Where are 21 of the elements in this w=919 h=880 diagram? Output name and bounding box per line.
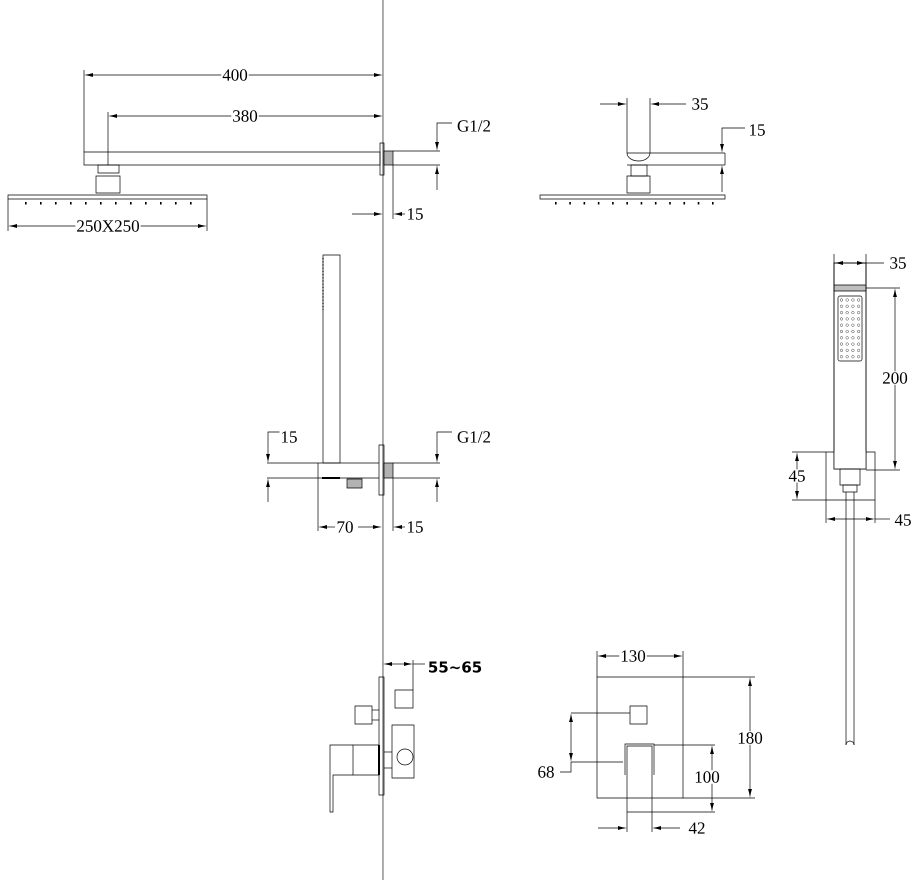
dimension-label: 380	[231, 109, 259, 123]
dimension-label: 55~65	[426, 660, 484, 674]
dimension-label: 250X250	[75, 219, 141, 233]
dimension-label: 45	[788, 469, 806, 483]
dimension-label: 35	[690, 97, 710, 111]
dimension-label: 70	[336, 520, 354, 534]
dimension-label: 130	[619, 649, 647, 663]
dimension-label: 35	[888, 256, 908, 270]
dimension-label: G1/2	[456, 430, 492, 444]
dimension-label: 15	[406, 207, 424, 221]
dimension-label: 15	[406, 520, 424, 534]
dimension-label: 100	[693, 770, 721, 784]
dimension-label: 15	[748, 123, 766, 137]
dimension-label: 68	[536, 765, 556, 779]
dimension-label: 42	[688, 821, 706, 835]
dimension-label: 400	[221, 68, 249, 82]
dimension-label: 200	[881, 371, 909, 385]
dimension-label: G1/2	[456, 119, 492, 133]
dimension-label: 180	[736, 731, 764, 745]
dimension-label: 15	[280, 430, 298, 444]
dimension-label: 45	[894, 513, 912, 527]
